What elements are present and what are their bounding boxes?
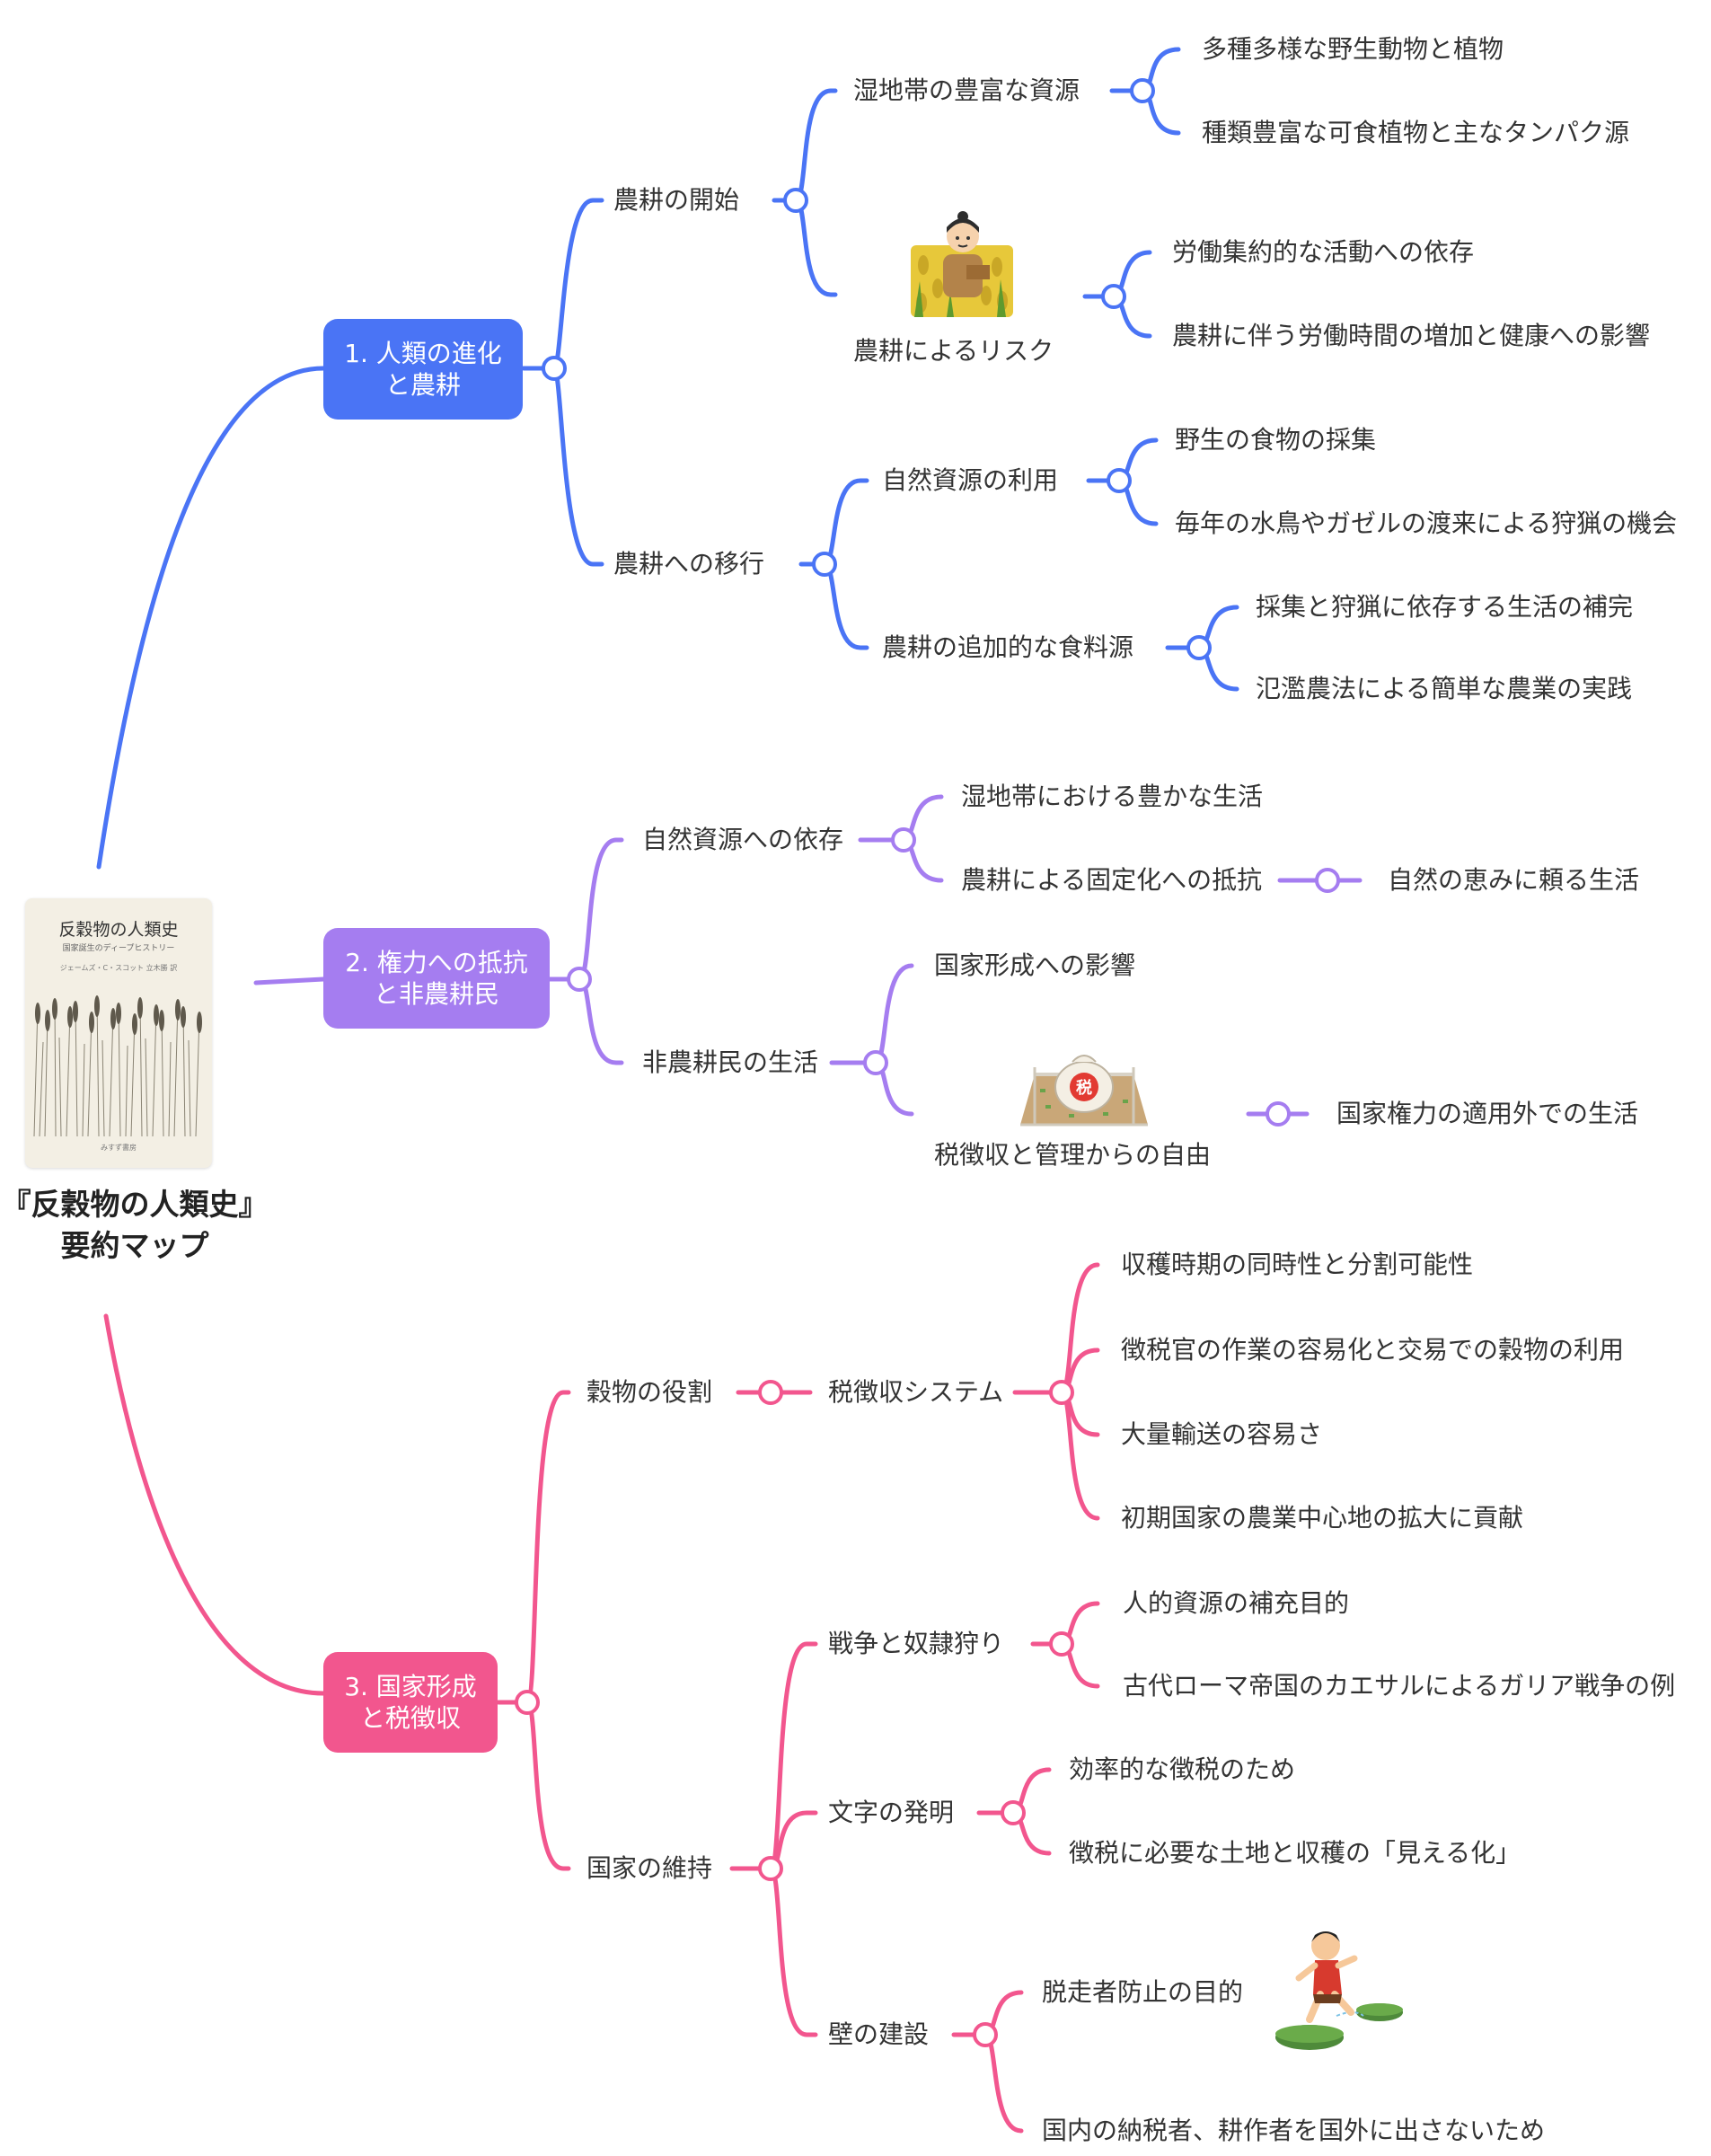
leaf-item[interactable]: 大量輸送の容易さ [1121,1419,1323,1449]
leaf-item[interactable]: 初期国家の農業中心地の拡大に貢献 [1121,1503,1524,1533]
leaf-item[interactable]: 多種多様な野生動物と植物 [1202,34,1504,64]
book-cover-subtitle: 国家誕生のディープヒストリー [62,944,175,953]
knob [1315,868,1340,893]
root-title: 『反穀物の人類史』 要約マップ [1,1187,269,1263]
leaf-item[interactable]: 野生の食物の採集 [1175,425,1377,455]
leaf-item[interactable]: 国内の納税者、耕作者を国外に出さないため [1042,2116,1546,2145]
branch-node-resistance[interactable]: 2. 権力への抵抗と非農耕民 [323,928,550,1029]
knob [1049,1631,1074,1657]
subtopic-wall-construction[interactable]: 壁の建設 [828,2019,930,2049]
knob [783,188,808,213]
connector-root-branch1 [96,366,326,870]
connector-root-branch2 [253,976,326,985]
leaf-item[interactable]: 収穫時期の同時性と分割可能性 [1121,1250,1474,1279]
leaf-item[interactable]: 種類豊富な可食植物と主なタンパク源 [1202,118,1630,147]
knob [1266,1101,1291,1127]
farmer-illustration-icon [907,202,1017,319]
book-cover-image: 反穀物の人類史 国家誕生のディープヒストリー ジェームズ・C・スコット 立木勝 … [25,898,212,1168]
subtopic-wetland-resources[interactable]: 湿地帯の豊富な資源 [853,75,1080,105]
topic-state-maintenance[interactable]: 国家の維持 [587,1853,713,1883]
topic-non-farmer-life[interactable]: 非農耕民の生活 [642,1047,819,1077]
leaf-item[interactable]: 効率的な徴税のため [1069,1754,1296,1784]
topic-role-of-grain[interactable]: 穀物の役割 [587,1377,713,1407]
leaf-item[interactable]: 国家権力の適用外での生活 [1336,1099,1639,1128]
leaf-item[interactable]: 氾濫農法による簡単な農業の実践 [1256,674,1633,703]
leaf-item[interactable]: 徴税に必要な土地と収穫の「見える化」 [1069,1838,1521,1868]
knob [567,967,592,992]
leaf-item[interactable]: 採集と狩猟に依存する生活の補完 [1256,592,1634,622]
leaf-item[interactable]: 徴税官の作業の容易化と交易での穀物の利用 [1121,1335,1625,1365]
knob [1001,1800,1026,1825]
subtopic-additional-food-source[interactable]: 農耕の追加的な食料源 [882,632,1134,662]
leaf-item[interactable]: 古代ローマ帝国のカエサルによるガリア戦争の例 [1123,1671,1676,1701]
branch-node-evolution[interactable]: 1. 人類の進化と農耕 [323,319,523,420]
tax-bag-illustration-icon: 税 [1017,1042,1151,1132]
knob [758,1856,783,1881]
leaf-item[interactable]: 農耕に伴う労働時間の増加と健康への影響 [1172,321,1651,350]
knob [758,1380,783,1405]
leaf-item[interactable]: 人的資源の補充目的 [1123,1588,1350,1618]
knob [1107,468,1132,493]
knob [891,827,916,853]
leaf-item[interactable]: 毎年の水鳥やガゼルの渡来による狩猟の機会 [1175,508,1678,538]
knob [1130,78,1155,103]
leaf-item[interactable]: 労働集約的な活動への依存 [1172,237,1475,267]
knob [863,1050,888,1075]
book-cover-credits: ジェームズ・C・スコット 立木勝 訳 [59,964,178,972]
subtopic-resistance-to-sedentism[interactable]: 農耕による固定化への抵抗 [961,865,1263,895]
knob [515,1690,540,1715]
topic-dependence-on-nature[interactable]: 自然資源への依存 [642,825,844,854]
knob [812,552,837,577]
subtopic-wetland-rich-life[interactable]: 湿地帯における豊かな生活 [961,782,1264,811]
subtopic-tax-collection-system[interactable]: 税徴収システム [828,1377,1004,1407]
knob [1186,635,1212,660]
book-cover-publisher: みすず書房 [101,1144,137,1152]
knob [1049,1380,1074,1405]
leaf-item[interactable]: 自然の恵みに頼る生活 [1388,865,1640,895]
knob [542,356,567,381]
book-cover-title: 反穀物の人類史 [58,920,179,940]
subtopic-war-and-slave-raids[interactable]: 戦争と奴隷狩り [828,1629,1005,1658]
subtopic-freedom-from-taxation[interactable]: 税徴収と管理からの自由 [934,1140,1212,1170]
wheat-field-icon [33,995,202,1136]
subtopic-natural-resource-use[interactable]: 自然資源の利用 [882,465,1059,495]
subtopic-influence-on-state[interactable]: 国家形成への影響 [934,950,1136,980]
subtopic-invention-of-writing[interactable]: 文字の発明 [828,1798,955,1827]
branch-node-state-formation[interactable]: 3. 国家形成と税徴収 [323,1652,498,1753]
knob [1101,284,1126,309]
knob [973,2022,998,2047]
connector-root-branch3 [103,1313,326,1696]
leaf-item[interactable]: 脱走者防止の目的 [1042,1977,1244,2007]
topic-agriculture-start[interactable]: 農耕の開始 [613,185,740,215]
topic-transition-to-agriculture[interactable]: 農耕への移行 [613,549,765,579]
subtopic-agriculture-risk[interactable]: 農耕によるリスク [853,336,1054,366]
runner-illustration-icon [1274,1922,1408,2057]
svg-text:税: 税 [1076,1078,1092,1098]
